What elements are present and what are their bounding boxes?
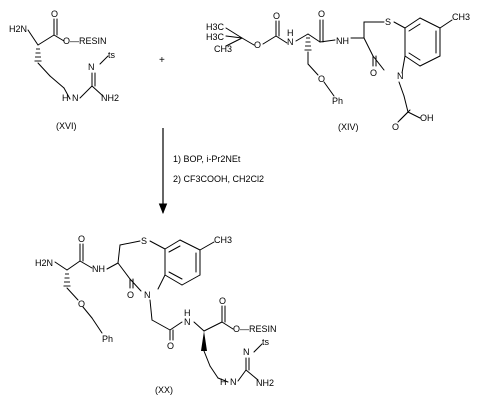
compound-xvi: H2N O O—RESIN N ts N H NH2 (XVI)	[9, 9, 119, 131]
xiv-amide-oxygen: O	[318, 9, 325, 19]
xiv-carbamate-n: N	[287, 37, 294, 47]
xiv-methyl-1: H3C	[206, 22, 225, 32]
xvi-nh2: NH2	[101, 93, 119, 103]
reaction-arrow: 1) BOP, i-Pr2NEt 2) CF3COOH, CH2Cl2	[158, 128, 264, 215]
xx-arg-n: N	[184, 317, 191, 327]
xx-thio: S	[141, 236, 147, 246]
xx-ring-oxygen: O	[127, 290, 134, 300]
xx-arg-nh: H	[184, 308, 191, 318]
xx-amide-nh: NH	[92, 264, 105, 274]
xiv-methyl-2: H3C	[206, 32, 225, 42]
xvi-nh-h: H	[62, 93, 69, 103]
xx-imine-n: N	[243, 347, 250, 357]
xiv-aryl-methyl: CH3	[452, 12, 470, 22]
xx-tosyl: ts	[262, 337, 270, 347]
xvi-tosyl: ts	[108, 50, 116, 60]
xiv-ring-n: N	[397, 71, 404, 81]
xvi-label: (XVI)	[56, 121, 77, 131]
xx-ether-oxygen: O	[78, 299, 85, 309]
compound-xx: H2N O NH S CH3 O Ph O N O H N O O—RESIN …	[35, 234, 277, 395]
plus-sign: +	[159, 55, 165, 66]
xvi-ester-oxygen: O	[51, 9, 58, 19]
reaction-step-1: 1) BOP, i-Pr2NEt	[173, 154, 241, 164]
xx-guan-n: N	[230, 377, 237, 387]
xiv-phenyl: Ph	[332, 96, 343, 106]
xiv-thio: S	[385, 17, 391, 27]
xiv-carbamate-oxygen: O	[273, 11, 280, 21]
compound-xiv: H3C H3C CH3 O O H N O NH S CH3 O Ph N O …	[206, 9, 470, 132]
xiv-amide-nh: NH	[336, 36, 349, 46]
xiv-tbu-oxygen: O	[254, 40, 261, 50]
xx-label: (XX)	[155, 385, 173, 395]
xvi-amine: H2N	[9, 24, 27, 34]
reaction-step-2: 2) CF3COOH, CH2Cl2	[173, 174, 264, 184]
xx-amine: H2N	[35, 258, 53, 268]
xiv-acid-oxygen: O	[392, 122, 399, 132]
xiv-methyl-3: CH3	[214, 44, 232, 54]
xx-ester-oxygen: O	[219, 296, 226, 306]
xx-phenyl: Ph	[102, 334, 113, 344]
xiv-ether-oxygen: O	[318, 74, 325, 84]
xx-ring-n: N	[144, 290, 151, 300]
xvi-ester-link: O—RESIN	[63, 36, 107, 46]
xx-linker-oxygen: O	[167, 341, 174, 351]
xx-amide-oxygen: O	[78, 234, 85, 244]
xvi-nh: N	[72, 93, 79, 103]
xiv-carbamate-nh: H	[287, 28, 294, 38]
xiv-label: (XIV)	[338, 122, 359, 132]
xx-ester-link: O—RESIN	[233, 324, 277, 334]
xiv-ring-oxygen: O	[370, 68, 377, 78]
xiv-acid-oh: OH	[420, 113, 434, 123]
xx-aryl-methyl: CH3	[214, 235, 232, 245]
xx-guan-h: H	[220, 377, 227, 387]
xx-nh2: NH2	[256, 378, 274, 388]
xvi-imine-n: N	[88, 62, 95, 72]
